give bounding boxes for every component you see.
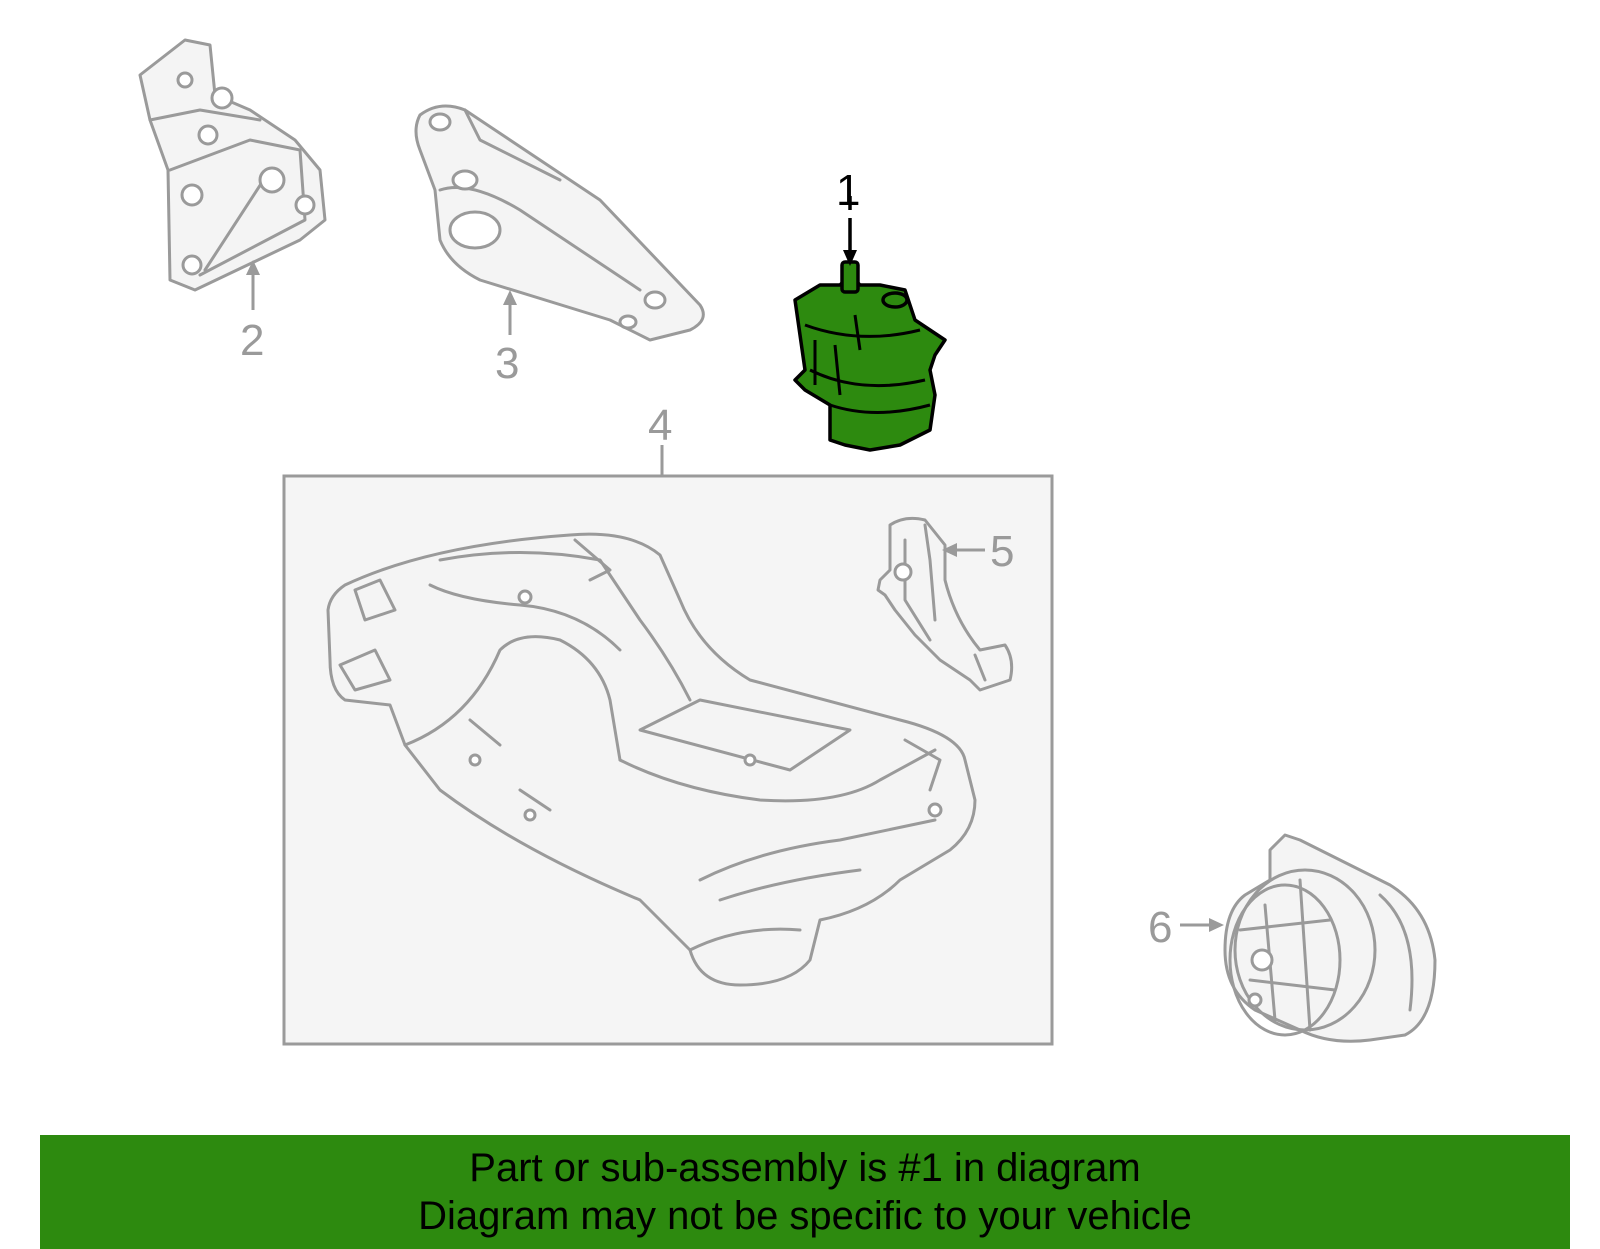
part-1-engine-mount[interactable] [793, 260, 947, 452]
arrowhead-1 [843, 250, 857, 266]
info-banner: Part or sub-assembly is #1 in diagram Di… [40, 1135, 1570, 1249]
part-3-arm[interactable] [414, 104, 705, 342]
part-5-bracket[interactable] [876, 516, 1014, 692]
callout-6[interactable]: 6 [1148, 903, 1172, 952]
arrowhead-3 [503, 290, 517, 305]
arrowhead-6 [1209, 918, 1224, 932]
callout-4[interactable]: 4 [648, 401, 672, 450]
part-4-subframe[interactable] [326, 532, 977, 987]
callout-2[interactable]: 2 [240, 316, 264, 365]
arrowhead-5 [942, 543, 957, 557]
callout-3[interactable]: 3 [495, 339, 519, 388]
arrowhead-2 [246, 260, 260, 275]
banner-line-1: Part or sub-assembly is #1 in diagram [469, 1146, 1141, 1190]
part-2-bracket[interactable] [138, 38, 327, 292]
part-6-mount[interactable] [1223, 833, 1437, 1043]
banner-line-2: Diagram may not be specific to your vehi… [418, 1194, 1192, 1238]
callout-5[interactable]: 5 [990, 527, 1014, 576]
callout-1[interactable]: 1 [836, 166, 860, 215]
